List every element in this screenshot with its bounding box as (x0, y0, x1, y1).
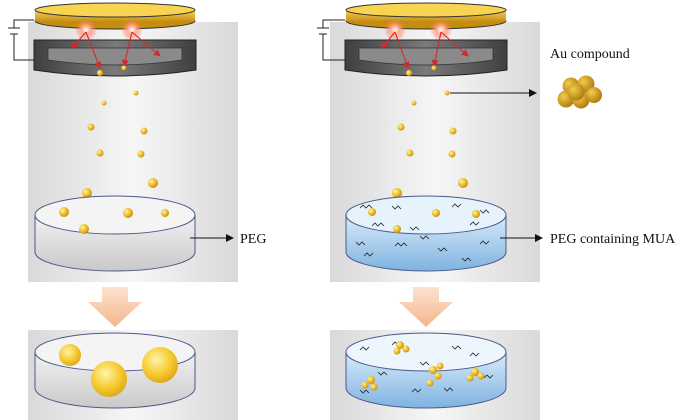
plasma-glow-left (75, 19, 143, 41)
peg-mua-pointer: PEG containing MUA (500, 232, 676, 247)
down-arrow-icon (399, 287, 453, 327)
power-supply-icon (317, 19, 345, 61)
result-panel-right (330, 330, 540, 420)
falling-particles-left (82, 65, 158, 198)
electrode-icon (33, 39, 197, 77)
result-panel-left (28, 330, 238, 420)
peg-dish (34, 195, 196, 272)
gold-nanoparticle-icon (59, 344, 81, 366)
down-arrow-icon (88, 287, 142, 327)
power-supply-icon (8, 19, 34, 61)
plasma-glow-right (384, 19, 452, 41)
peg-mua-dish (345, 195, 507, 272)
sputter-target-icon (34, 2, 196, 30)
ion-arrows-right (381, 31, 469, 69)
peg-label: PEG (240, 232, 266, 247)
falling-particles-right (392, 65, 468, 198)
ion-arrows-left (71, 31, 161, 69)
peg-pointer: PEG (190, 232, 266, 247)
mua-chain-icon (355, 203, 490, 262)
au-compound-label: Au compound (550, 47, 630, 62)
sputter-target-icon (345, 2, 507, 30)
electrode-icon (344, 39, 508, 77)
au-cluster-icon (557, 75, 602, 109)
capped-nanoparticle-cluster (361, 341, 485, 391)
peg-mua-label: PEG containing MUA (550, 232, 676, 247)
